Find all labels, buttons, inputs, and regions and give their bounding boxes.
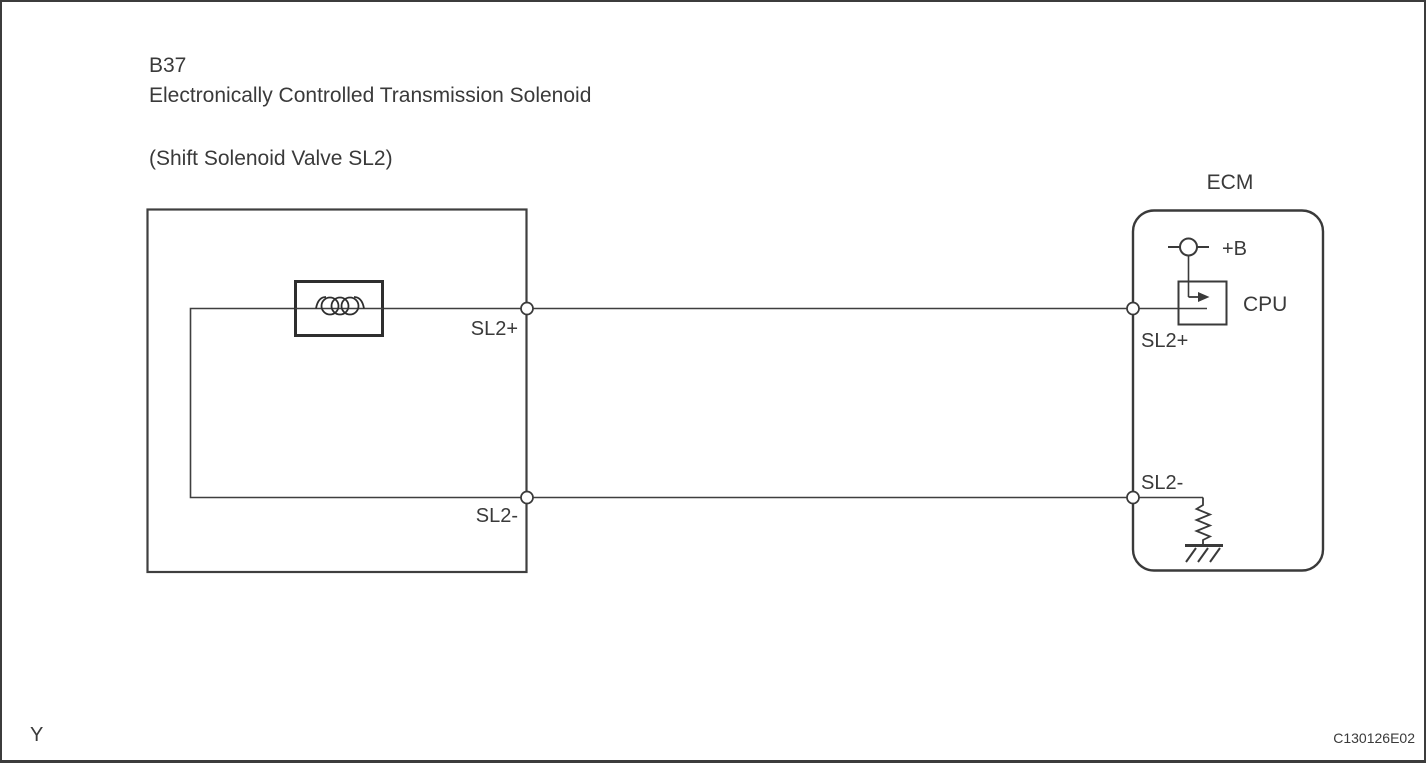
solenoid-box [146,208,528,574]
driver-arrow-icon [1188,292,1210,302]
ecm-component [1131,209,1325,572]
cpu-label: CPU [1243,293,1288,316]
solenoid-terminal-label-sl2-plus: SL2+ [470,318,518,340]
component-variant: (Shift Solenoid Valve SL2) [149,147,393,170]
solenoid-component [146,208,528,574]
ecm-title: ECM [1206,171,1254,194]
cpu-box [1177,280,1228,326]
power-terminal-icon [1168,237,1209,257]
connector-id: B37 [149,54,187,77]
ecm-box [1131,209,1325,572]
figure-code: C130126E02 [1333,730,1415,746]
component-name: Electronically Controlled Transmission S… [149,84,592,107]
resistor-icon [1194,497,1213,545]
connector-terminals [520,301,1140,505]
ecm-power-pin-label: +B [1222,238,1248,260]
ecm-pin-label-sl2-minus: SL2- [1141,472,1184,494]
harness-wires [527,307,1207,499]
page-marker: Y [30,724,44,746]
coil-icon [315,296,365,316]
ecm-pin-label-sl2-plus: SL2+ [1141,330,1189,352]
terminal-ecm-sl2-minus [1126,490,1140,505]
terminal-solenoid-sl2-minus [520,490,534,505]
ground-icon [1185,544,1223,563]
terminal-ecm-sl2-plus [1126,301,1140,316]
solenoid-terminal-label-sl2-minus: SL2- [475,505,518,527]
terminal-solenoid-sl2-plus [520,301,534,316]
